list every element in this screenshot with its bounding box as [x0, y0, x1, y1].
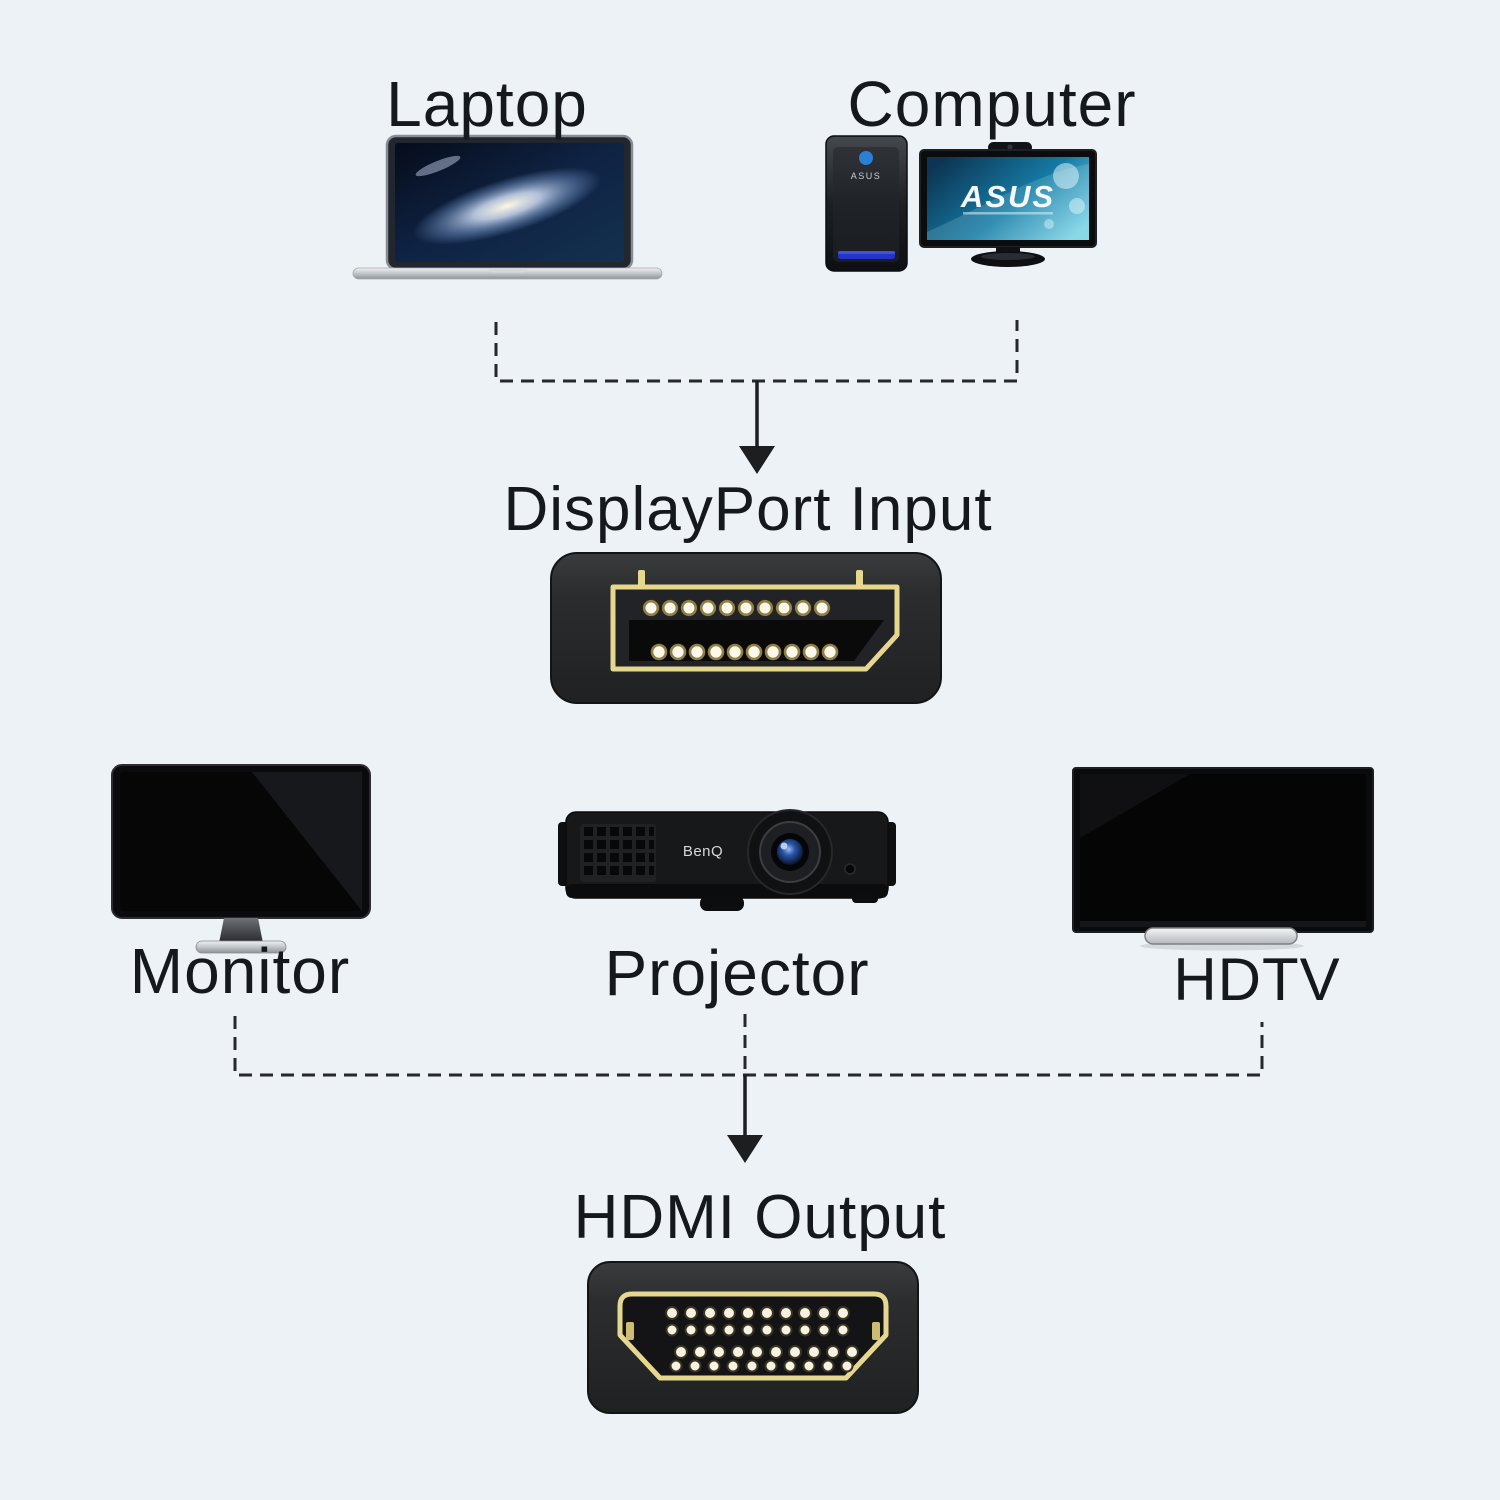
laptop-label: Laptop [386, 68, 588, 140]
computer-label: Computer [847, 68, 1137, 140]
flow-connector-top [494, 320, 1019, 474]
monitor-icon [111, 764, 371, 954]
computer-screen-brand-text: ASUS [960, 179, 1055, 214]
computer-icon: ASUS ASUS [825, 135, 1097, 272]
hdtv-label: HDTV [1173, 946, 1341, 1013]
projector-brand-text: BenQ [683, 843, 723, 860]
arrow-down-bottom-icon [727, 1075, 763, 1163]
laptop-icon [352, 134, 663, 280]
displayport-connector-icon [550, 552, 942, 704]
monitor-label: Monitor [129, 935, 351, 1007]
hdmi-connector-icon [587, 1261, 919, 1414]
hdtv-icon [1072, 767, 1374, 951]
projector-icon: BenQ [558, 809, 896, 911]
flow-connector-bottom [233, 1014, 1264, 1163]
displayport-input-label: DisplayPort Input [503, 475, 993, 544]
computer-tower-brand-text: ASUS [851, 171, 882, 181]
arrow-down-top-icon [739, 381, 775, 474]
projector-label: Projector [604, 937, 870, 1009]
hdmi-output-label: HDMI Output [573, 1183, 947, 1252]
